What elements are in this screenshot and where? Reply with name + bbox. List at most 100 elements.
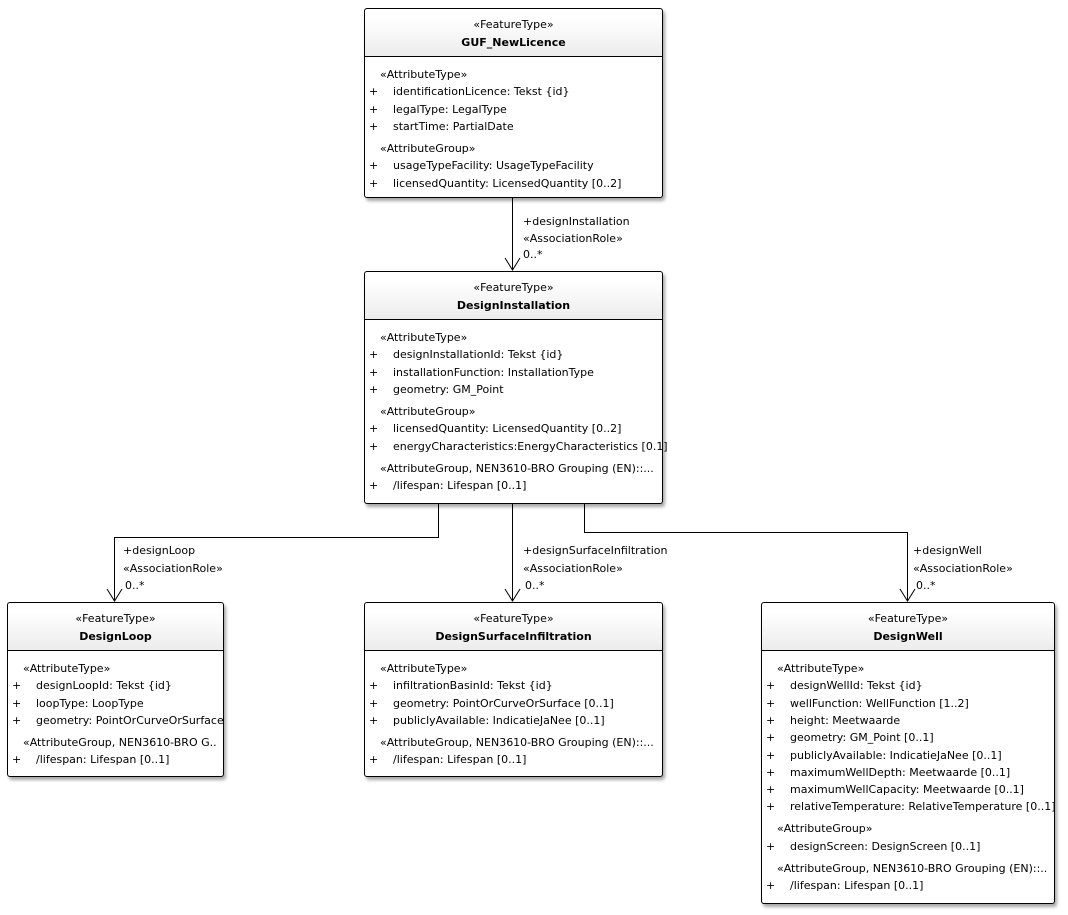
visibility-marker: + (369, 348, 379, 362)
compartment-header: «AttributeGroup, NEN3610-BRO G... (23, 735, 217, 749)
class-design-well[interactable]: «FeatureType» DesignWell «AttributeType»… (761, 602, 1055, 904)
arrowhead-design-installation (504, 257, 521, 271)
visibility-marker: + (369, 159, 379, 173)
visibility-marker: + (766, 713, 776, 727)
role-name: +designInstallation (523, 215, 630, 228)
attribute-text: /lifespan: Lifespan [0..1] (393, 753, 527, 767)
class-design-surface-infiltration[interactable]: «FeatureType» DesignSurfaceInfiltration … (364, 602, 663, 777)
visibility-marker: + (12, 713, 22, 727)
compartment-header: «AttributeType» (380, 68, 468, 81)
attribute-text: maximumWellDepth: Meetwaarde [0..1] (790, 765, 1011, 779)
role-name: +designLoop (123, 544, 196, 557)
class-header: «FeatureType» DesignSurfaceInfiltration (365, 603, 662, 651)
compartment-header: «AttributeGroup, NEN3610-BRO Grouping (E… (777, 861, 1048, 875)
attribute-text: wellFunction: WellFunction [1..2] (790, 696, 969, 710)
visibility-marker: + (369, 119, 379, 133)
attribute-text: licensedQuantity: LicensedQuantity [0..2… (393, 422, 622, 436)
role-multiplicity: 0..* (125, 579, 145, 592)
visibility-marker: + (369, 696, 379, 710)
class-stereotype: «FeatureType» (75, 612, 156, 625)
attribute-text: energyCharacteristics:EnergyCharacterist… (393, 439, 668, 453)
visibility-marker: + (766, 731, 776, 745)
attribute-text: designLoopId: Tekst {id} (36, 679, 172, 693)
attribute-text: legalType: LegalType (393, 102, 507, 116)
role-stereotype: «AssociationRole» (913, 562, 1013, 575)
arrowhead-design-surface-infiltration (504, 588, 521, 602)
attribute-text: infiltrationBasinId: Tekst {id} (393, 679, 553, 693)
attribute-text: loopType: LoopType (36, 696, 144, 710)
class-design-installation[interactable]: «FeatureType» DesignInstallation «Attrib… (364, 271, 668, 504)
visibility-marker: + (369, 713, 379, 727)
role-name: +designWell (913, 544, 982, 557)
role-multiplicity: 0..* (523, 248, 543, 261)
visibility-marker: + (12, 679, 22, 693)
visibility-marker: + (766, 879, 776, 892)
attribute-text: designWellId: Tekst {id} (790, 679, 923, 693)
arrowhead-design-well (899, 588, 916, 602)
compartment-header: «AttributeGroup, NEN3610-BRO Grouping (E… (380, 461, 654, 475)
association-line-design-loop (114, 503, 439, 601)
role-stereotype: «AssociationRole» (523, 562, 623, 575)
class-header: «FeatureType» DesignWell (762, 603, 1054, 651)
attribute-text: height: Meetwaarde (790, 713, 901, 727)
class-name: DesignInstallation (456, 299, 571, 312)
class-header: «FeatureType» DesignInstallation (365, 272, 662, 320)
class-name: DesignWell (873, 630, 943, 643)
class-header: «FeatureType» DesignLoop (8, 603, 223, 651)
visibility-marker: + (12, 696, 22, 710)
attribute-text: relativeTemperature: RelativeTemperature… (790, 800, 1056, 814)
visibility-marker: + (369, 176, 379, 190)
class-stereotype: «FeatureType» (473, 281, 554, 294)
class-name: DesignLoop (79, 630, 152, 643)
class-design-loop[interactable]: «FeatureType» DesignLoop «AttributeType»… (7, 602, 224, 777)
role-name: +designSurfaceInfiltration (523, 544, 668, 557)
visibility-marker: + (369, 365, 379, 379)
attribute-text: /lifespan: Lifespan [0..1] (790, 879, 924, 892)
role-multiplicity: 0..* (525, 579, 545, 592)
class-name: DesignSurfaceInfiltration (435, 630, 592, 643)
class-stereotype: «FeatureType» (473, 18, 554, 31)
attribute-text: /lifespan: Lifespan [0..1] (393, 478, 527, 492)
visibility-marker: + (369, 753, 379, 767)
attribute-text: identificationLicence: Tekst {id} (393, 85, 570, 99)
attribute-text: startTime: PartialDate (393, 119, 514, 133)
attribute-text: /lifespan: Lifespan [0..1] (36, 753, 170, 767)
attribute-text: designScreen: DesignScreen [0..1] (790, 839, 981, 853)
arrowhead-design-loop (106, 588, 123, 602)
visibility-marker: + (766, 800, 776, 814)
visibility-marker: + (369, 85, 379, 99)
role-stereotype: «AssociationRole» (123, 562, 223, 575)
attribute-text: installationFunction: InstallationType (393, 365, 594, 379)
compartment-header: «AttributeGroup, NEN3610-BRO Grouping (E… (380, 735, 654, 749)
attribute-text: geometry: GM_Point [0..1] (790, 731, 934, 745)
role-stereotype: «AssociationRole» (523, 232, 623, 245)
visibility-marker: + (369, 478, 379, 492)
compartment-header: «AttributeGroup» (380, 141, 476, 155)
class-header: «FeatureType» GUF_NewLicence (365, 9, 662, 57)
attribute-text: designInstallationId: Tekst {id} (393, 348, 564, 362)
compartment-header: «AttributeGroup» (777, 822, 873, 836)
attribute-text: usageTypeFacility: UsageTypeFacility (393, 159, 594, 173)
visibility-marker: + (766, 748, 776, 762)
visibility-marker: + (766, 765, 776, 779)
class-guf-newlicence[interactable]: «FeatureType» GUF_NewLicence «AttributeT… (364, 8, 663, 198)
visibility-marker: + (12, 753, 22, 767)
attribute-text: licensedQuantity: LicensedQuantity [0..2… (393, 176, 622, 190)
visibility-marker: + (369, 679, 379, 693)
attribute-text: maximumWellCapacity: Meetwaarde [0..1] (790, 783, 1024, 797)
compartment-header: «AttributeType» (380, 331, 468, 344)
association-line-design-well (584, 503, 908, 601)
visibility-marker: + (766, 696, 776, 710)
attribute-text: geometry: GM_Point (393, 382, 504, 396)
class-stereotype: «FeatureType» (473, 612, 554, 625)
visibility-marker: + (369, 422, 379, 436)
attribute-text: publiclyAvailable: IndicatieJaNee [0..1] (790, 748, 1002, 762)
attribute-text: publiclyAvailable: IndicatieJaNee [0..1] (393, 713, 605, 727)
visibility-marker: + (766, 839, 776, 853)
compartment-header: «AttributeType» (777, 662, 865, 675)
compartment-header: «AttributeGroup» (380, 404, 476, 418)
visibility-marker: + (766, 679, 776, 693)
compartment-header: «AttributeType» (380, 662, 468, 675)
